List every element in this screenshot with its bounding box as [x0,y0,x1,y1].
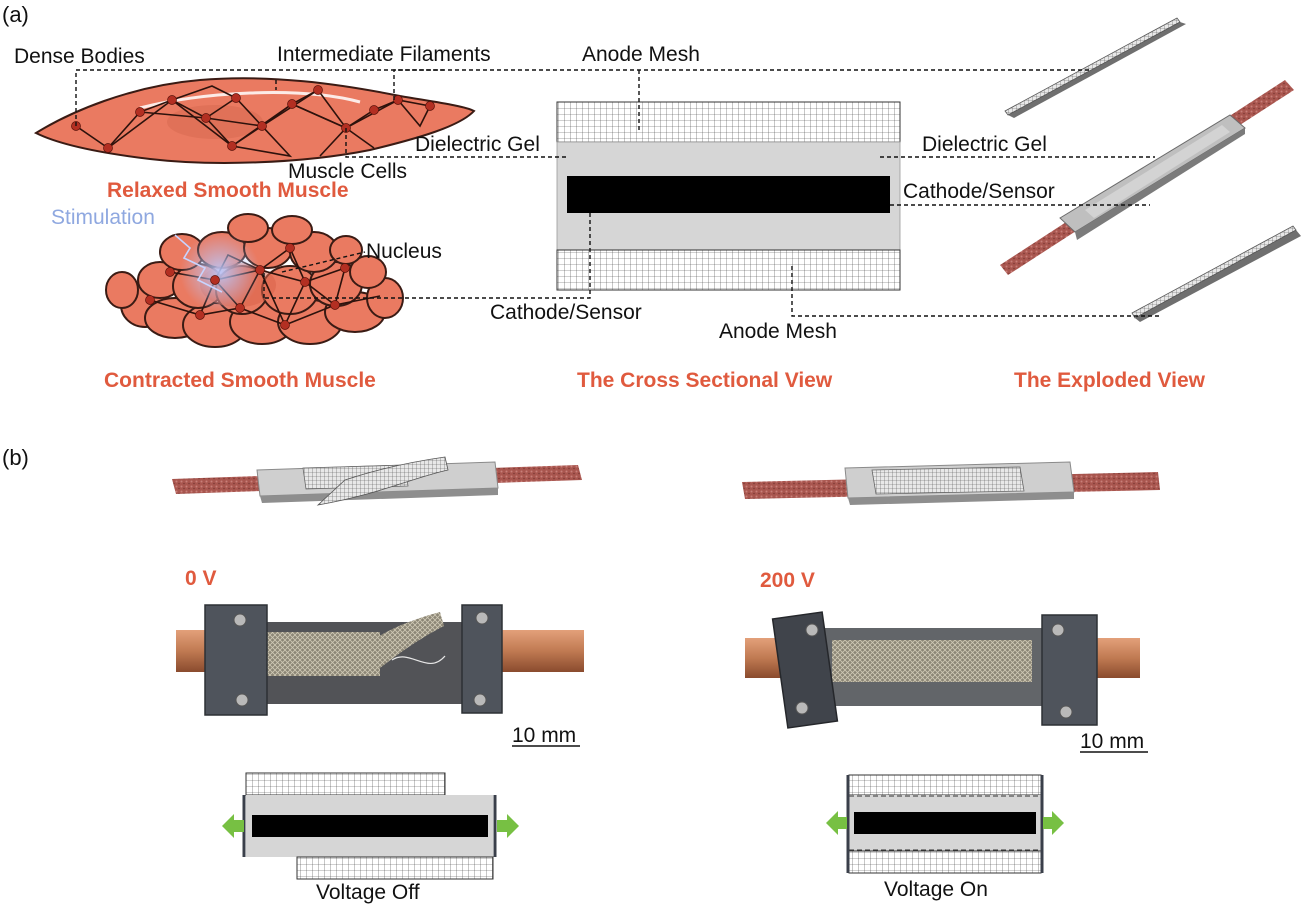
caption-voltage-on: Voltage On [884,878,988,901]
label-stimulation: Stimulation [51,206,155,229]
cross-section-anode-mesh-top [556,101,901,143]
heading-relaxed-smooth-muscle: Relaxed Smooth Muscle [107,179,349,202]
caption-voltage-off: Voltage Off [316,881,420,904]
contracted-muscle-cluster [105,213,404,348]
arrow-right-off [497,814,519,838]
heading-cross-sectional-view: The Cross Sectional View [577,369,833,392]
exploded-anode-mesh-top [1004,17,1181,116]
dense-body-dots [71,85,435,153]
label-anode-mesh-top: Anode Mesh [582,43,700,66]
label-intermediate-filaments: Intermediate Filaments [277,43,491,66]
heading-exploded-view: The Exploded View [1014,369,1206,392]
scale-bar-on-label: 10 mm [1080,730,1144,753]
render-actuator-on [742,461,1160,505]
stimulation-glow [180,232,260,312]
label-dielectric-gel-right: Dielectric Gel [922,133,1047,156]
panel-label-b: (b) [2,445,29,470]
exploded-anode-mesh-bottom [1131,225,1297,319]
arrow-left-on [826,811,847,835]
schematic-voltage-on [826,774,1064,874]
label-dense-bodies: Dense Bodies [14,45,145,68]
label-anode-mesh-bottom: Anode Mesh [719,320,837,343]
render-actuator-off [172,456,582,506]
exploded-view-diagram [1000,17,1301,322]
label-cathode-sensor-bottom: Cathode/Sensor [490,301,642,324]
cross-section-cathode [567,176,890,213]
relaxed-muscle-cell [33,77,476,164]
label-muscle-cells: Muscle Cells [288,160,407,183]
photo-actuator-on [745,611,1140,729]
schematic-voltage-off [222,772,519,880]
label-cathode-sensor-right: Cathode/Sensor [903,180,1055,203]
leader-lines [75,69,1160,317]
arrow-left-off [222,814,244,838]
scale-bar-off-label: 10 mm [512,724,576,747]
voltage-on-value: 200 V [760,569,815,592]
label-dielectric-gel-left: Dielectric Gel [415,133,540,156]
label-nucleus: Nucleus [366,240,442,263]
arrow-right-on [1043,811,1064,835]
photo-actuator-off [176,604,584,716]
cross-section-anode-mesh-bottom [556,249,901,291]
cross-section-diagram [556,101,901,291]
heading-contracted-smooth-muscle: Contracted Smooth Muscle [104,369,376,392]
stimulation-spark [174,234,223,293]
panel-label-a: (a) [2,2,29,27]
voltage-off-value: 0 V [185,567,217,590]
